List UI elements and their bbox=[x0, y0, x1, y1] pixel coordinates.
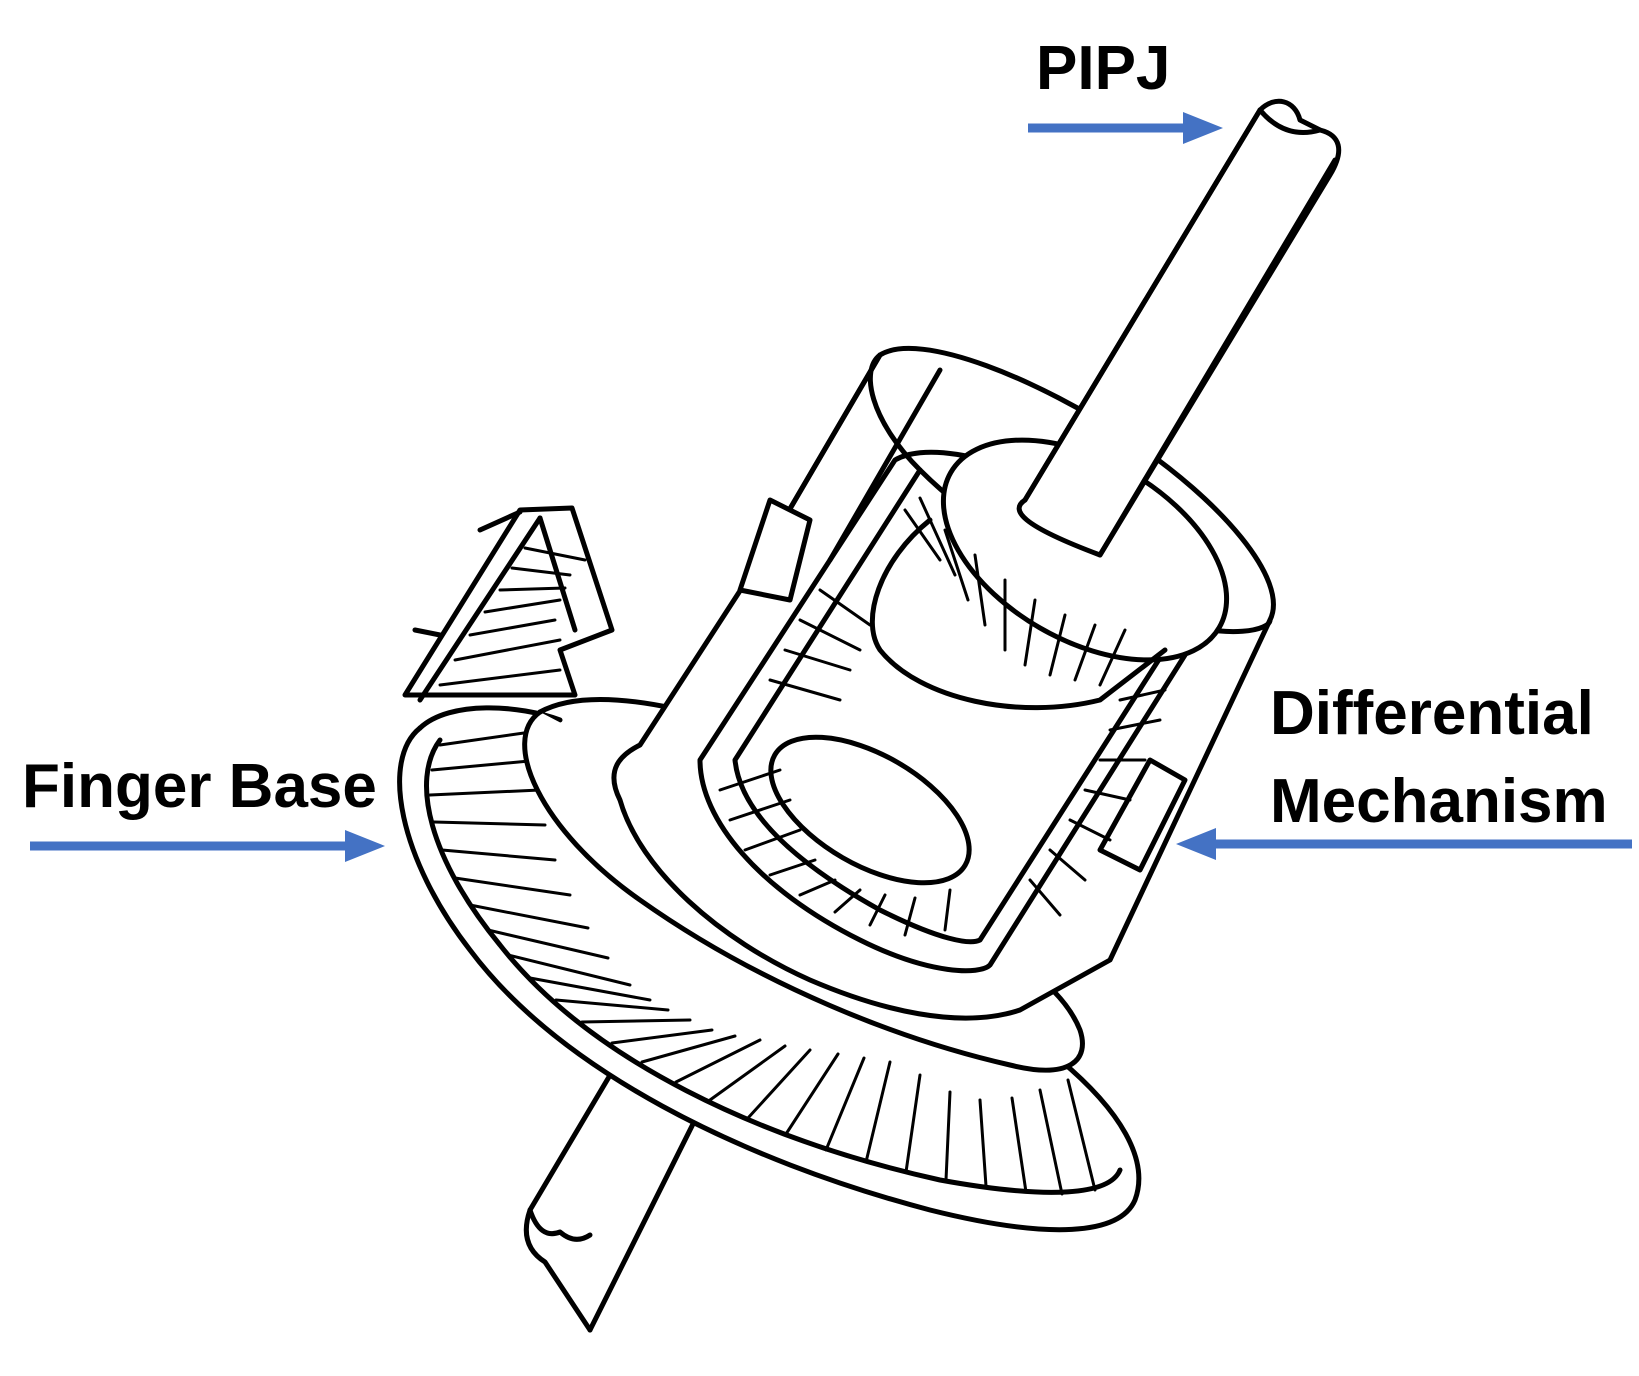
side-bevel-gear bbox=[402, 505, 615, 703]
lower-shaft bbox=[523, 1025, 713, 1333]
differential-mechanism-label: Differential Mechanism bbox=[1270, 670, 1608, 846]
differential-label-line1: Differential bbox=[1270, 679, 1594, 748]
differential-arrow bbox=[1176, 828, 1632, 860]
upper-shaft bbox=[1016, 98, 1342, 558]
pipj-label: PIPJ bbox=[1036, 34, 1171, 103]
differential-housing bbox=[611, 345, 1276, 1021]
finger-base-label: Finger Base bbox=[22, 752, 377, 821]
inner-bevel-gears bbox=[718, 437, 1230, 937]
pipj-arrow bbox=[1028, 112, 1223, 144]
finger-base-arrow bbox=[30, 830, 385, 862]
differential-label-line2: Mechanism bbox=[1270, 767, 1608, 836]
